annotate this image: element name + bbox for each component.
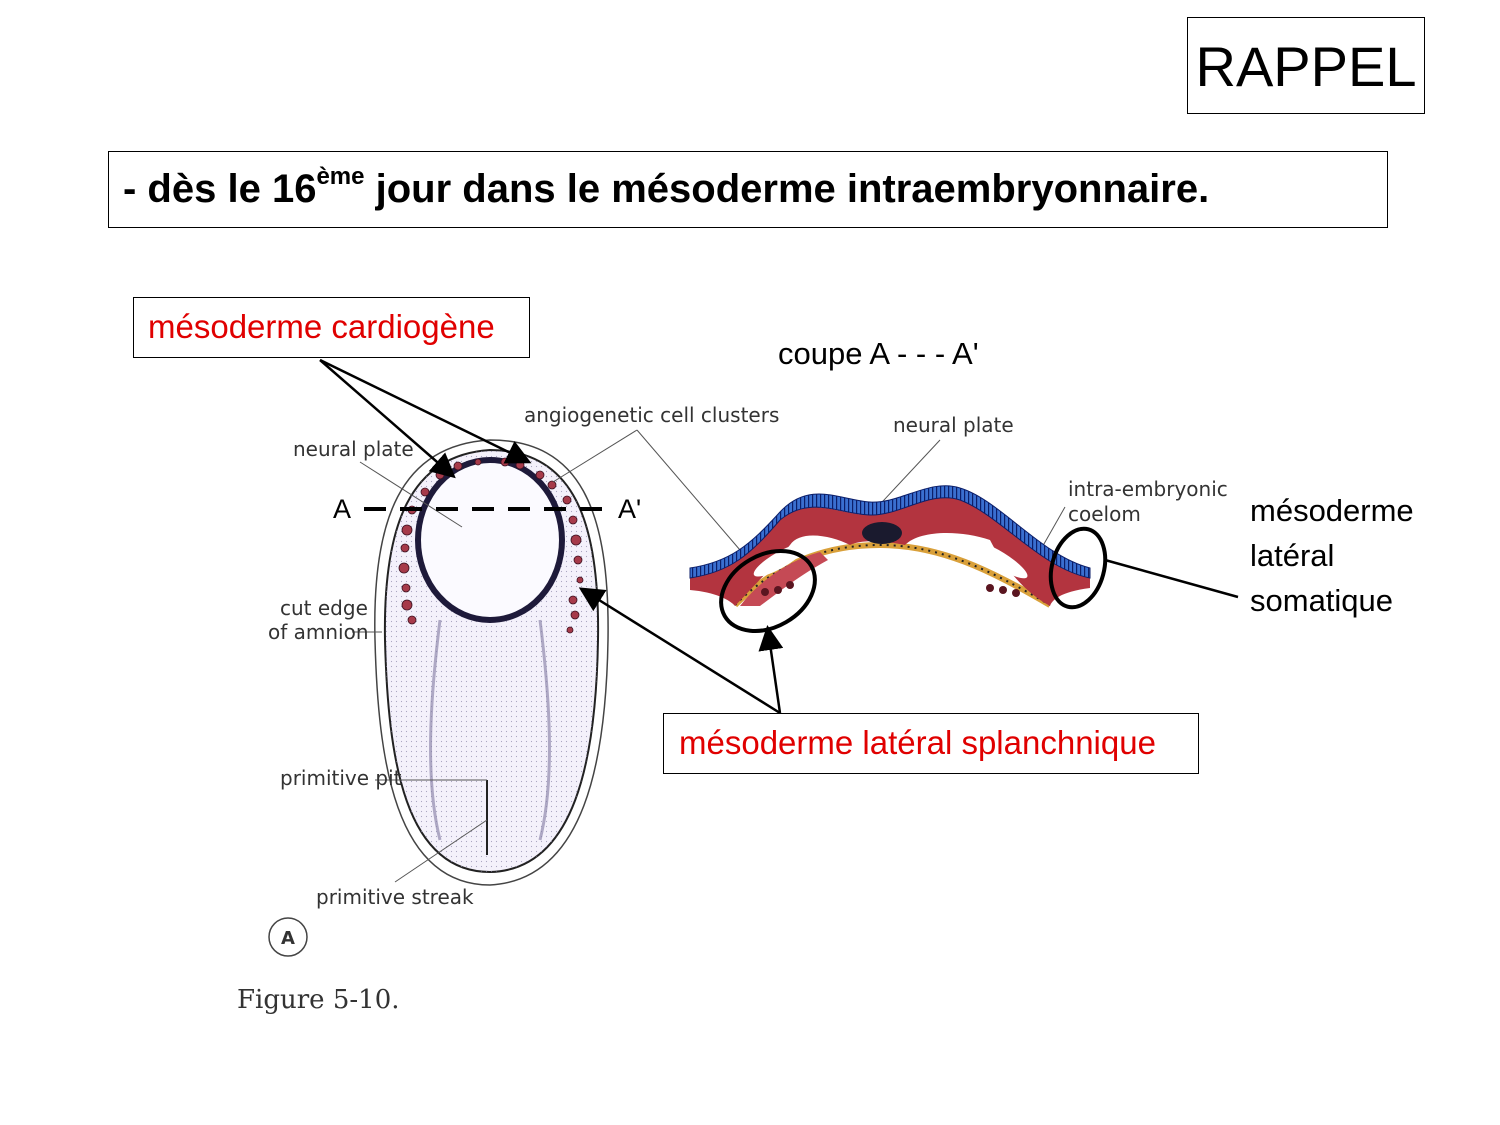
headline-prefix: - dès le 16 (123, 167, 317, 211)
label-angiogenetic-cell-clusters: angiogenetic cell clusters (524, 403, 779, 427)
label-primitive-streak: primitive streak (316, 885, 474, 909)
callout-mesoderme-splanchnique: mésoderme latéral splanchnique (663, 713, 1199, 774)
somatic-circle (1048, 526, 1108, 610)
arrow-splanch-2 (758, 625, 784, 714)
mesoderm-layer (690, 497, 1090, 606)
line-somatique (1104, 558, 1239, 599)
arrow-splanch-1 (578, 587, 781, 715)
cross-section: neural plate intra-embryonic coelom (689, 413, 1228, 608)
label-neural-plate: neural plate (293, 437, 414, 461)
section-label-a-prime: A' (618, 494, 641, 524)
neural-groove (429, 619, 551, 841)
headline: - dès le 16ème jour dans le mésoderme in… (108, 151, 1388, 228)
label-coelom-2: coelom (1068, 502, 1141, 526)
label-cut-edge-2: of amnion (268, 620, 369, 644)
somatique-line-3: somatique (1250, 583, 1394, 618)
embryo-dorsal-view: neural plate angiogenetic cell clusters … (237, 403, 1066, 1015)
headline-suffix: jour dans le mésoderme intraembryonnaire… (364, 167, 1210, 211)
rappel-title: RAPPEL (1187, 17, 1425, 114)
label-coelom-1: intra-embryonic (1068, 477, 1228, 501)
label-primitive-pit: primitive pit (280, 766, 402, 790)
callout-mesoderme-somatique: mésoderme latéral somatique (1250, 488, 1414, 623)
panel-badge (268, 917, 308, 957)
somatique-line-1: mésoderme (1250, 493, 1414, 528)
angiogenetic-cell-clusters (398, 457, 584, 634)
label-coupe: coupe A - - - A' (778, 336, 979, 371)
coelom-right (972, 541, 1028, 579)
figure-caption: Figure 5-10. (237, 985, 400, 1015)
amnion-outline (374, 439, 609, 886)
panel-label: A (281, 928, 295, 949)
ectoderm-layer (689, 485, 1091, 579)
label-section-neural-plate: neural plate (893, 413, 1014, 437)
somatique-line-2: latéral (1250, 538, 1335, 573)
splanchnic-circle (719, 549, 817, 633)
arrow-cardio-2 (319, 358, 532, 464)
section-label-a: A (333, 494, 351, 524)
annotations (319, 358, 1239, 715)
notochord (862, 522, 902, 544)
arrow-cardio-1 (319, 359, 456, 479)
callout-mesoderme-cardiogene: mésoderme cardiogène (133, 297, 530, 358)
label-cut-edge-1: cut edge (280, 596, 368, 620)
neural-plate-head (415, 457, 565, 623)
headline-sup: ème (316, 163, 365, 190)
